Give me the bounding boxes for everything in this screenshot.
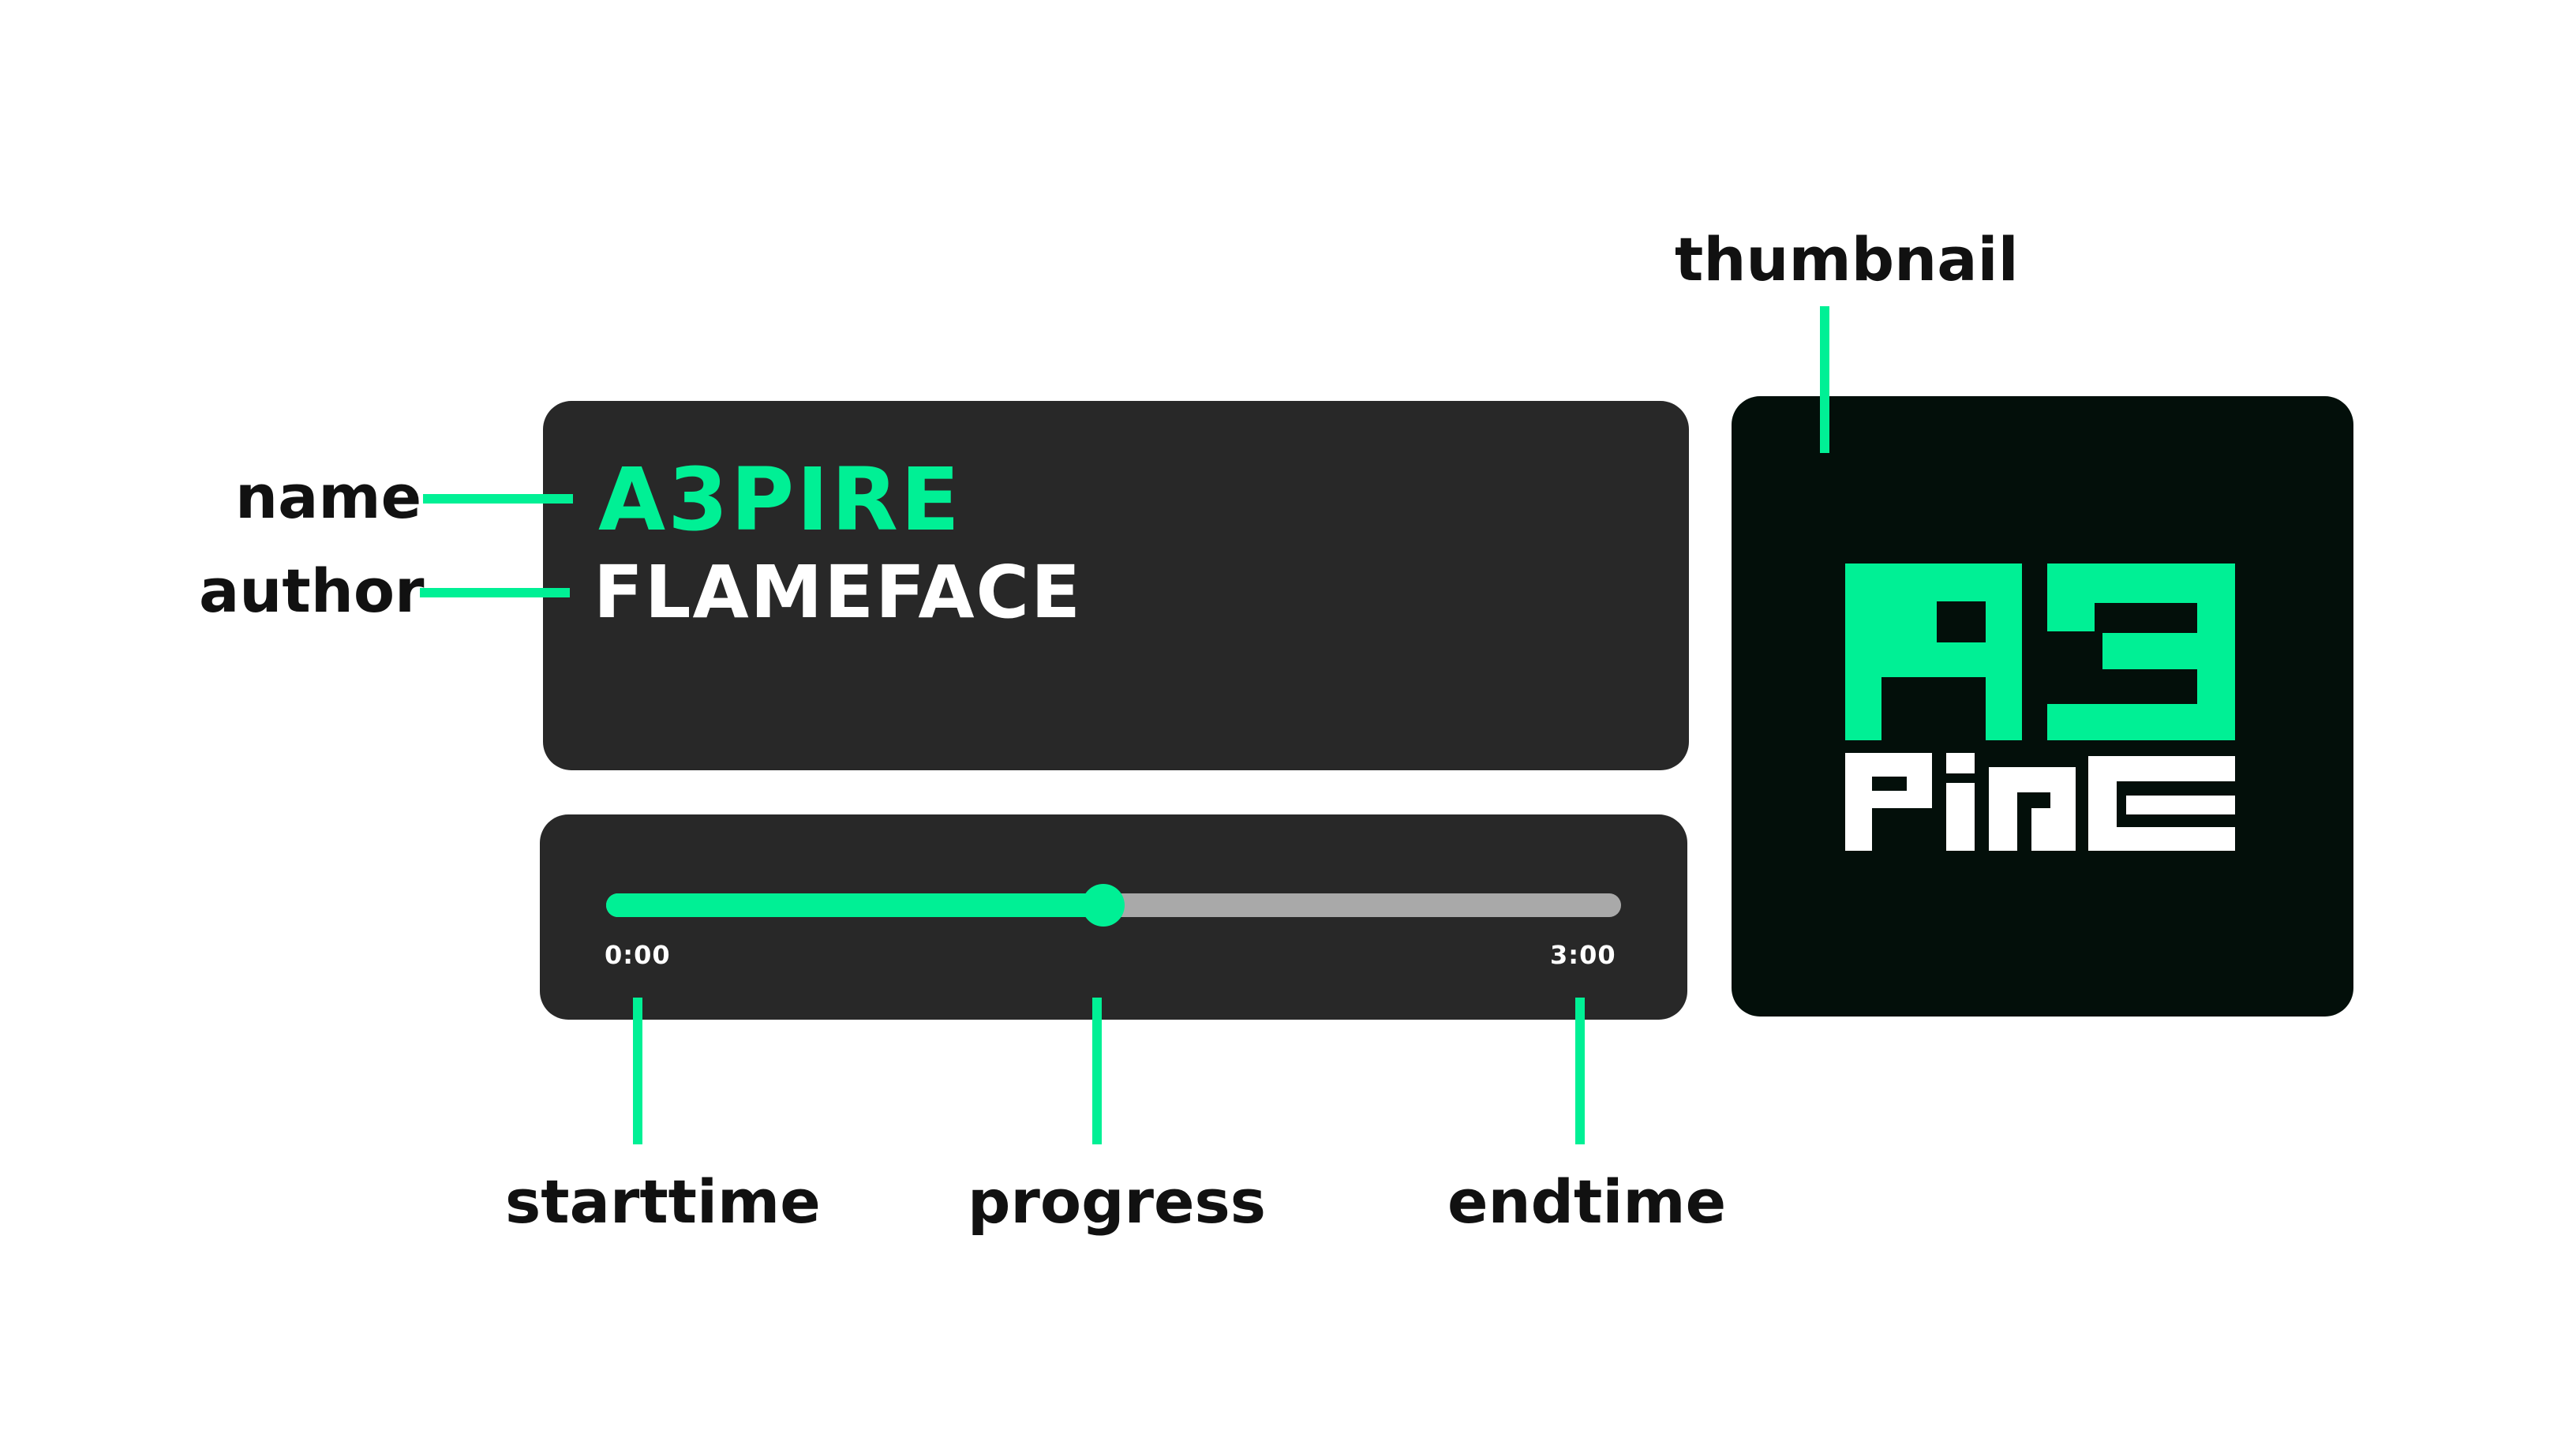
annotation-thumbnail: thumbnail [1675, 224, 2019, 294]
track-info-card [543, 401, 1689, 770]
end-time: 3:00 [1550, 940, 1616, 970]
annotation-line-author [420, 588, 570, 597]
annotation-name: name [235, 462, 422, 532]
track-author: FLAMEFACE [593, 550, 1082, 635]
annotation-line-progress [1092, 998, 1102, 1144]
progress-track[interactable] [606, 884, 1621, 927]
annotation-starttime: starttime [505, 1166, 821, 1237]
annotation-line-name [423, 494, 573, 504]
progress-knob[interactable] [1082, 884, 1125, 927]
annotation-author: author [199, 556, 425, 626]
annotation-line-endtime [1575, 998, 1585, 1144]
start-time: 0:00 [605, 940, 671, 970]
annotation-line-starttime [633, 998, 642, 1144]
track-name: A3PIRE [598, 449, 963, 550]
thumbnail [1732, 396, 2353, 1017]
a3pire-logo-image [1845, 564, 2235, 851]
annotation-line-thumbnail [1820, 306, 1829, 453]
annotation-endtime: endtime [1447, 1166, 1727, 1237]
progress-fill [606, 893, 1104, 917]
annotation-progress: progress [968, 1166, 1266, 1237]
